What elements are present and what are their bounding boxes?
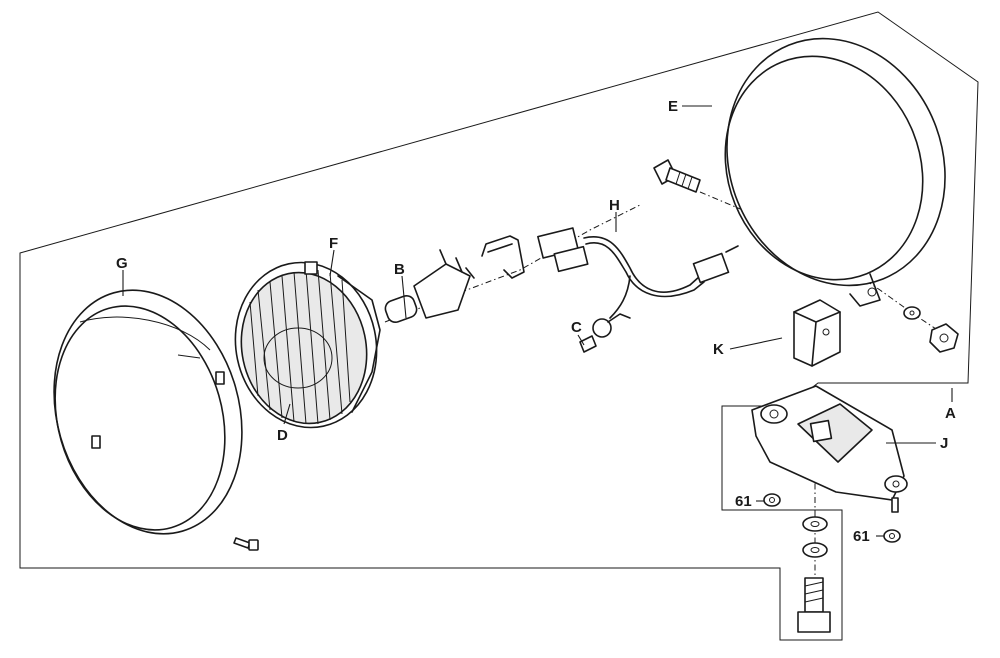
label-J: J (940, 435, 948, 452)
label-F: F (329, 235, 338, 252)
label-G: G (116, 255, 128, 272)
rubber-block-K (793, 299, 841, 367)
lens-unit-DF (234, 261, 381, 429)
label-A: A (945, 405, 956, 422)
washer-hole (909, 310, 915, 316)
socket-C (579, 313, 631, 353)
lower-washer-2-hole (810, 547, 820, 553)
label-H: H (609, 197, 620, 214)
label-61-right: 61 (853, 528, 870, 545)
nut-61-right (883, 529, 901, 543)
bracket-J (751, 385, 908, 513)
wiring-harness-H (537, 227, 739, 319)
leader-K (729, 337, 783, 350)
spring-clip (481, 235, 525, 279)
leader-D (283, 403, 291, 425)
axis-line-bulb (384, 204, 641, 323)
label-D: D (277, 427, 288, 444)
leader-B (401, 275, 407, 319)
nut (929, 323, 959, 353)
lower-washer-1-hole (810, 521, 820, 527)
bulb-B (384, 249, 475, 324)
lower-washer-2 (802, 542, 828, 558)
headlight-shell-E (724, 37, 946, 307)
label-61-left: 61 (735, 493, 752, 510)
mount-bolt (653, 159, 701, 193)
nut-61-left (763, 493, 781, 507)
assembly-boundary (19, 11, 979, 641)
label-B: B (394, 261, 405, 278)
leader-C (577, 334, 585, 346)
label-C: C (571, 319, 582, 336)
washer (903, 306, 921, 320)
axis-line-bolt (699, 191, 946, 336)
rim-screw (233, 537, 259, 551)
label-E: E (668, 98, 678, 115)
lower-bolt (797, 577, 831, 633)
leader-F (329, 249, 335, 277)
lower-washer-1 (802, 516, 828, 532)
label-K: K (713, 341, 724, 358)
rim-ring-G (53, 289, 243, 535)
